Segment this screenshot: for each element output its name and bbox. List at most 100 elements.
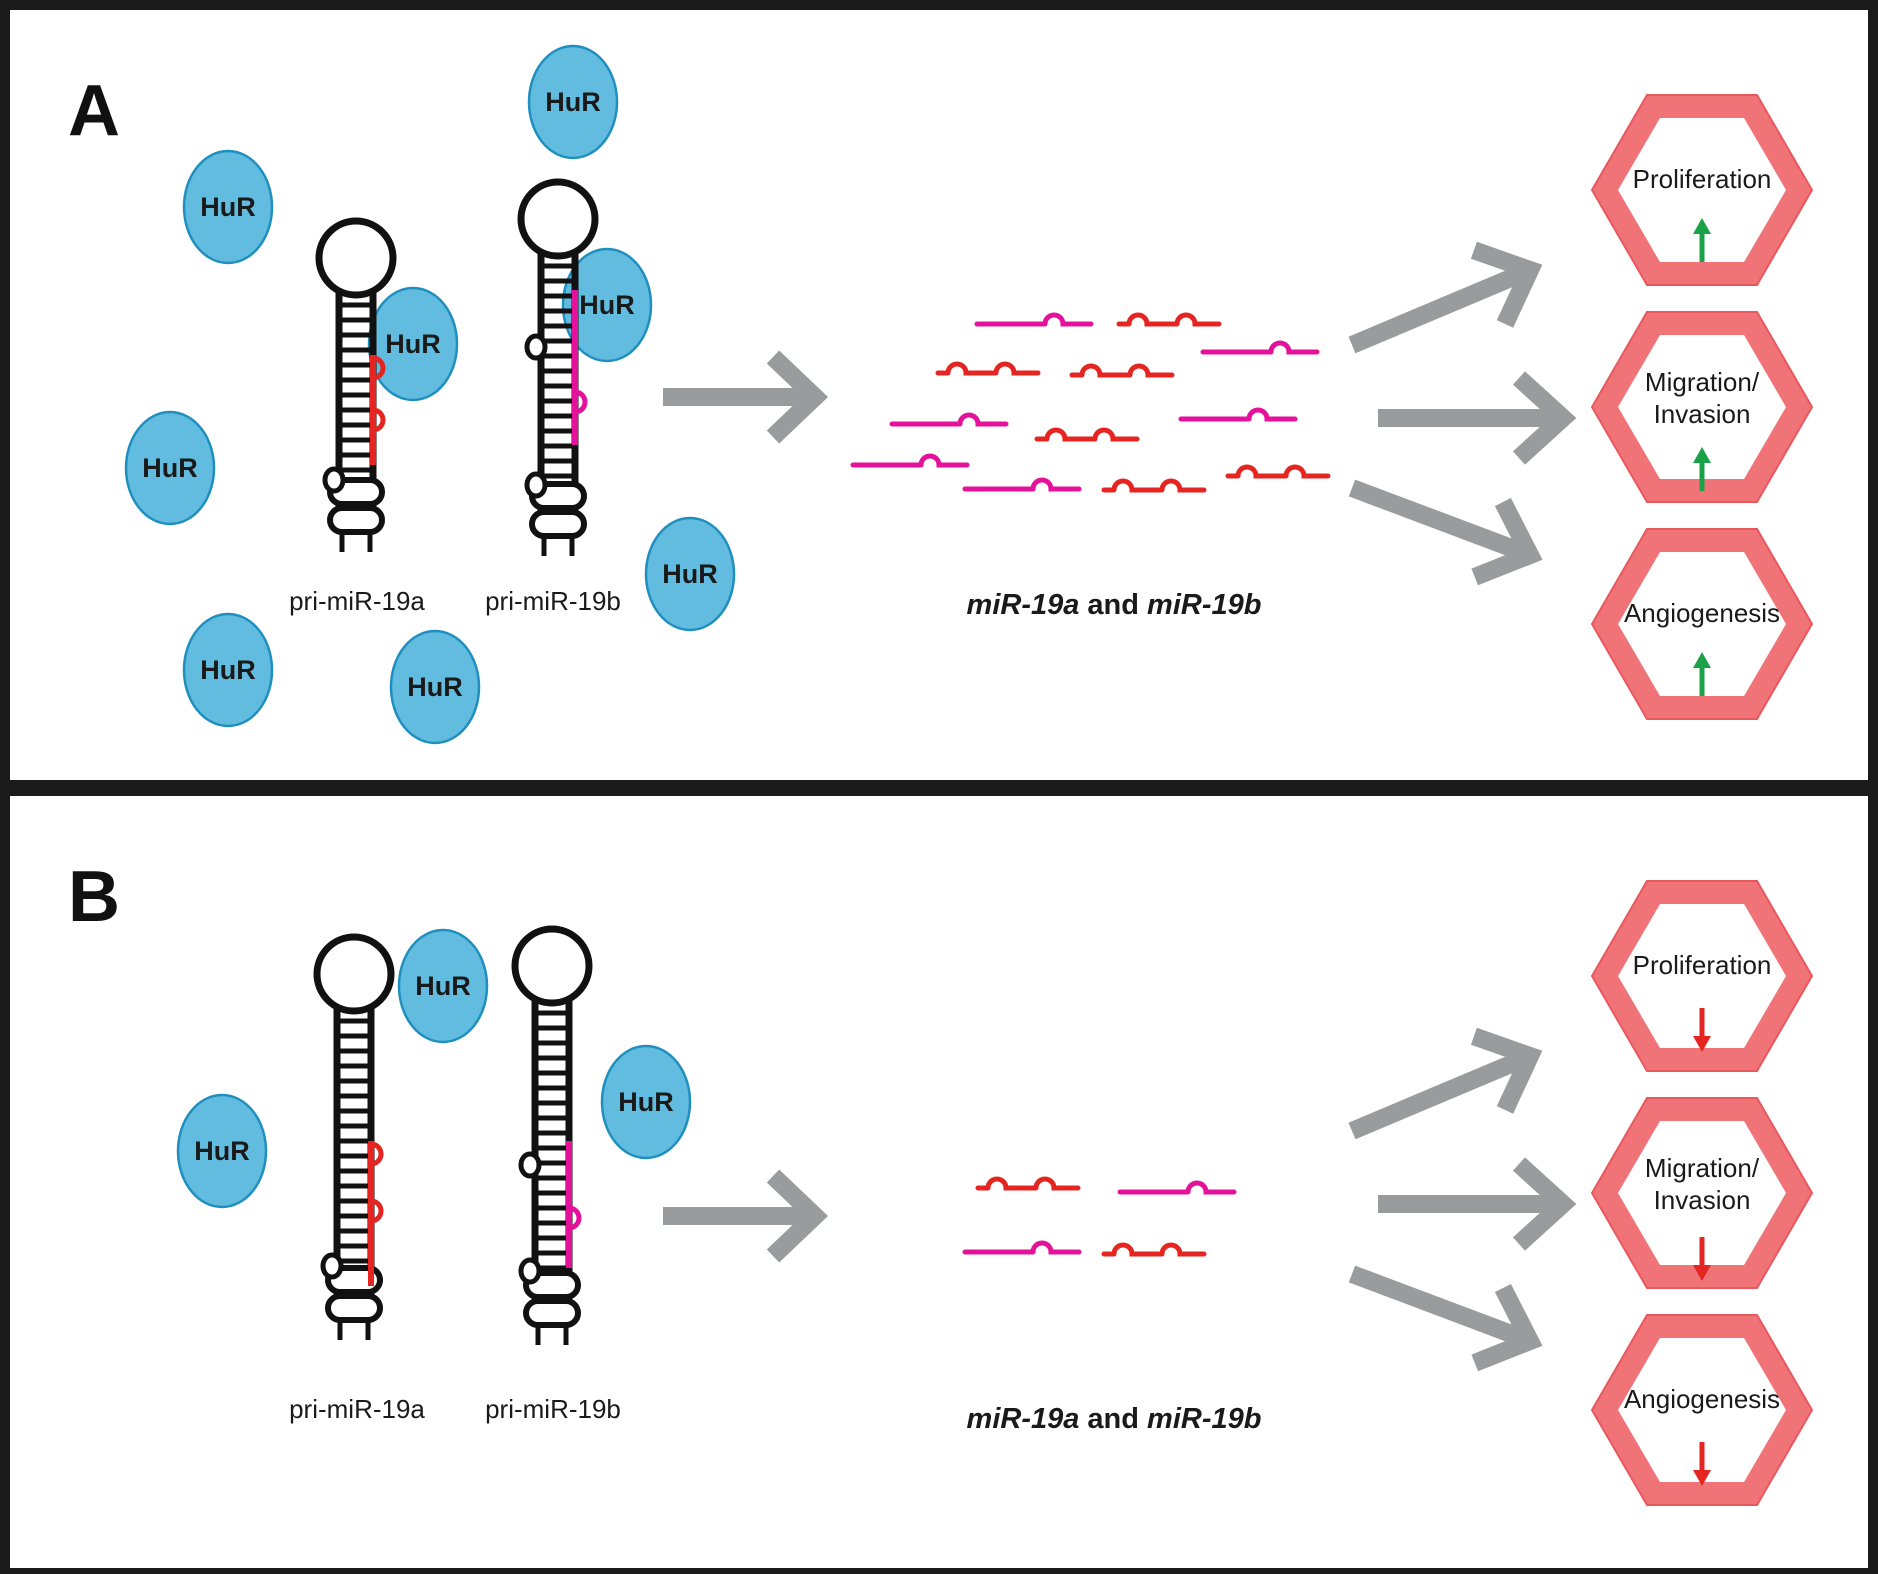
mirna-caption: miR-19a and miR-19b (967, 1403, 1262, 1435)
arrow-shaft (1348, 1265, 1530, 1349)
mature-bulge (370, 1198, 384, 1224)
hur-protein: HuR (389, 629, 481, 745)
mature-mirna-segment (368, 1141, 384, 1286)
processing-arrow (663, 1176, 815, 1256)
side-bulge (518, 1257, 542, 1285)
pri-mir-19a-hairpin (313, 933, 395, 1340)
outcome-label: Migration/ (1645, 367, 1760, 397)
internal-loop (325, 1293, 383, 1323)
mature-mirna-segment (370, 355, 386, 465)
mature-bulge (370, 1141, 384, 1167)
outcome-arrow (1348, 1265, 1543, 1372)
arrow-shaft (1348, 1049, 1530, 1140)
outcome-arrows (1348, 241, 1577, 586)
pri-mirna-hairpins (315, 178, 599, 556)
mature-bulge (568, 1205, 582, 1231)
pri-mir-19b-hairpin (511, 925, 593, 1345)
mir-19b-strand (1203, 343, 1317, 352)
mir-19a-name: miR-19a (967, 589, 1080, 621)
internal-loop (529, 509, 587, 539)
outcome-label: Proliferation (1633, 950, 1772, 980)
hur-label: HuR (662, 559, 718, 589)
arrow-head (1470, 241, 1543, 328)
outcome-label: Proliferation (1633, 164, 1772, 194)
mir-19a-strand (1104, 481, 1204, 490)
outcome-hexagon: Proliferation (1591, 94, 1813, 286)
outcome-arrow (1378, 1157, 1577, 1251)
pri-mir-19a-hairpin (315, 217, 397, 552)
outcome-hexagon: Migration/Invasion (1591, 311, 1813, 503)
arrow-head (1512, 371, 1577, 465)
mir-19a-strand (1119, 315, 1219, 324)
mature-bulge (372, 407, 386, 433)
mature-mirna-pool (965, 1179, 1234, 1254)
hairpin-loop (511, 925, 593, 1007)
pri-mirna-hairpins (313, 925, 593, 1345)
outcome-label: Invasion (1654, 1185, 1751, 1215)
mature-mirna-segment (572, 290, 588, 445)
outcome-arrow (1348, 1027, 1543, 1140)
outcome-arrows (1348, 1027, 1577, 1372)
hur-protein: HuR (527, 44, 619, 160)
hur-protein: HuR (182, 612, 274, 728)
mir-19b-strand (1120, 1183, 1234, 1192)
mir-19b-strand (965, 1243, 1079, 1252)
hairpin-loop (313, 933, 395, 1015)
pri-mir-19b-label: pri-miR-19b (485, 586, 621, 616)
hur-label: HuR (407, 672, 463, 702)
outcome-hexagon: Migration/Invasion (1591, 1097, 1813, 1289)
arrow-head (1512, 1157, 1577, 1251)
hur-protein: HuR (124, 410, 216, 526)
outcome-arrow (1378, 371, 1577, 465)
hur-label: HuR (579, 290, 635, 320)
mature-bulge (574, 389, 588, 415)
hur-protein: HuR (176, 1093, 268, 1209)
hur-label: HuR (142, 453, 198, 483)
hur-protein: HuR (600, 1044, 692, 1160)
mir-19a-name: miR-19a (967, 1403, 1080, 1435)
mir-19b-strand (892, 415, 1006, 424)
outcome-arrow (1348, 479, 1543, 586)
hur-label: HuR (618, 1087, 674, 1117)
mir-19a-strand (1037, 430, 1137, 439)
hur-protein: HuR (182, 149, 274, 265)
outcome-label: Invasion (1654, 399, 1751, 429)
side-bulge (518, 1151, 542, 1179)
panel-frame (0, 0, 1878, 790)
mir-19b-strand (1181, 410, 1295, 419)
hairpin-loop (315, 217, 397, 299)
outcome-hexagon: Proliferation (1591, 880, 1813, 1072)
pri-mir-19a-label: pri-miR-19a (289, 1394, 425, 1424)
hur-label: HuR (545, 87, 601, 117)
mature-mirna-segment (566, 1141, 582, 1268)
mir-19a-strand (938, 364, 1038, 373)
outcome-label: Angiogenesis (1624, 1384, 1780, 1414)
mir-19a-strand (1228, 467, 1328, 476)
hur-protein: HuR (644, 516, 736, 632)
arrow-shaft (1348, 263, 1530, 354)
caption-conjunction: and (1079, 1403, 1147, 1435)
arrow-shaft (1348, 479, 1530, 563)
processing-arrow (663, 357, 815, 437)
outcome-hexagon: Angiogenesis (1591, 528, 1813, 720)
internal-loop (523, 1298, 581, 1328)
outcome-arrow (1348, 241, 1543, 354)
hur-proteins: HuR HuR HuR HuR HuR HuR HuR HuR (124, 44, 736, 745)
panel-letter: A (68, 71, 120, 151)
side-bulge (320, 1252, 344, 1280)
mir-19a-strand (1072, 366, 1172, 375)
mir-19a-strand (1104, 1245, 1204, 1254)
panel-letter: B (68, 857, 120, 937)
hairpin-loop (517, 178, 599, 260)
caption-conjunction: and (1079, 589, 1147, 621)
pri-mir-19b-label: pri-miR-19b (485, 1394, 621, 1424)
pri-mir-19b-hairpin (517, 178, 599, 556)
internal-loop (327, 505, 385, 535)
hur-label: HuR (194, 1136, 250, 1166)
side-bulge (322, 466, 346, 494)
hur-protein: HuR (367, 286, 459, 402)
